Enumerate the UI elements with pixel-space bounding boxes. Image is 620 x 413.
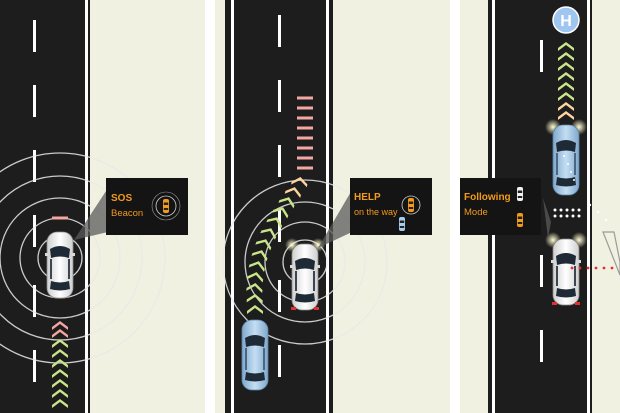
- stranded-car: [285, 238, 325, 311]
- callout-title: Following: [464, 192, 511, 203]
- following-car: [545, 232, 587, 306]
- panel-gap: [205, 0, 215, 413]
- callout-pointer: [74, 188, 108, 240]
- help-callout: HELP on the way: [350, 178, 432, 235]
- callout-subtitle: on the way: [354, 207, 398, 217]
- road-edge-line: [85, 0, 88, 413]
- mini-car-icon: [517, 213, 523, 227]
- lead-rescue-car: [545, 119, 587, 196]
- panel-help: HELP on the way: [205, 0, 450, 413]
- road-edge-line: [587, 0, 590, 413]
- lane-dashes: [33, 20, 36, 382]
- lane-dashes: [540, 40, 543, 362]
- following-callout: Following Mode: [460, 178, 541, 235]
- mini-rescue-car-icon: [399, 217, 405, 231]
- warning-bars: [52, 216, 68, 220]
- stranded-car: [44, 231, 76, 299]
- panel-sos: SOS Beacon: [0, 0, 205, 413]
- callout-pointer: [543, 198, 551, 238]
- callout-pointer: [318, 190, 352, 248]
- panel-following: H: [450, 0, 620, 413]
- callout-title: SOS: [111, 193, 132, 204]
- cropped-shape: [602, 231, 620, 276]
- road: [0, 0, 90, 413]
- road-edge-line: [231, 0, 234, 413]
- mini-car-icon: [517, 187, 523, 201]
- link-dots: [553, 203, 608, 222]
- mini-car-icon: [163, 199, 169, 213]
- rescue-car: [241, 319, 269, 391]
- sos-callout: SOS Beacon: [106, 178, 188, 235]
- red-link-dots: [570, 266, 614, 270]
- hospital-marker: H: [552, 6, 580, 34]
- panel-gap: [450, 0, 460, 413]
- hospital-icon: H: [560, 13, 572, 30]
- mini-car-icon: [408, 198, 414, 212]
- callout-subtitle: Mode: [464, 207, 488, 218]
- callout-title: HELP: [354, 192, 381, 203]
- callout-subtitle: Beacon: [111, 208, 143, 219]
